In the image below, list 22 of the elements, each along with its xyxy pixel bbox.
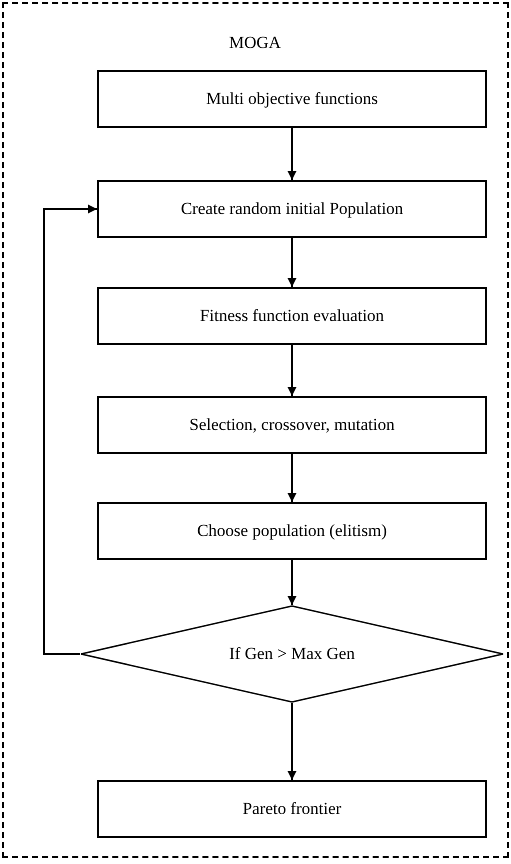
frame-title: MOGA: [229, 32, 281, 54]
decision-diamond: [80, 605, 504, 703]
arrow: [288, 560, 296, 605]
process-box: [97, 180, 487, 238]
process-box: [97, 287, 487, 345]
node-label: Multi objective functions: [206, 88, 378, 110]
process-box: [97, 780, 487, 838]
process-box: [97, 396, 487, 454]
node-label: Fitness function evaluation: [200, 305, 384, 328]
node-label: Create random initial Population: [180, 198, 404, 220]
node-label: Selection, crossover, mutation: [189, 414, 395, 436]
arrow: [288, 703, 296, 780]
node-label: Choose population (elitism): [197, 520, 387, 542]
arrow: [43, 204, 97, 655]
process-box: [97, 502, 487, 560]
arrow: [288, 238, 296, 287]
arrow: [288, 128, 296, 180]
arrow: [288, 345, 296, 396]
arrow: [288, 454, 296, 502]
node-label: Pareto frontier: [242, 798, 342, 820]
process-box: [97, 70, 487, 128]
node-label: If Gen > Max Gen: [229, 643, 355, 666]
